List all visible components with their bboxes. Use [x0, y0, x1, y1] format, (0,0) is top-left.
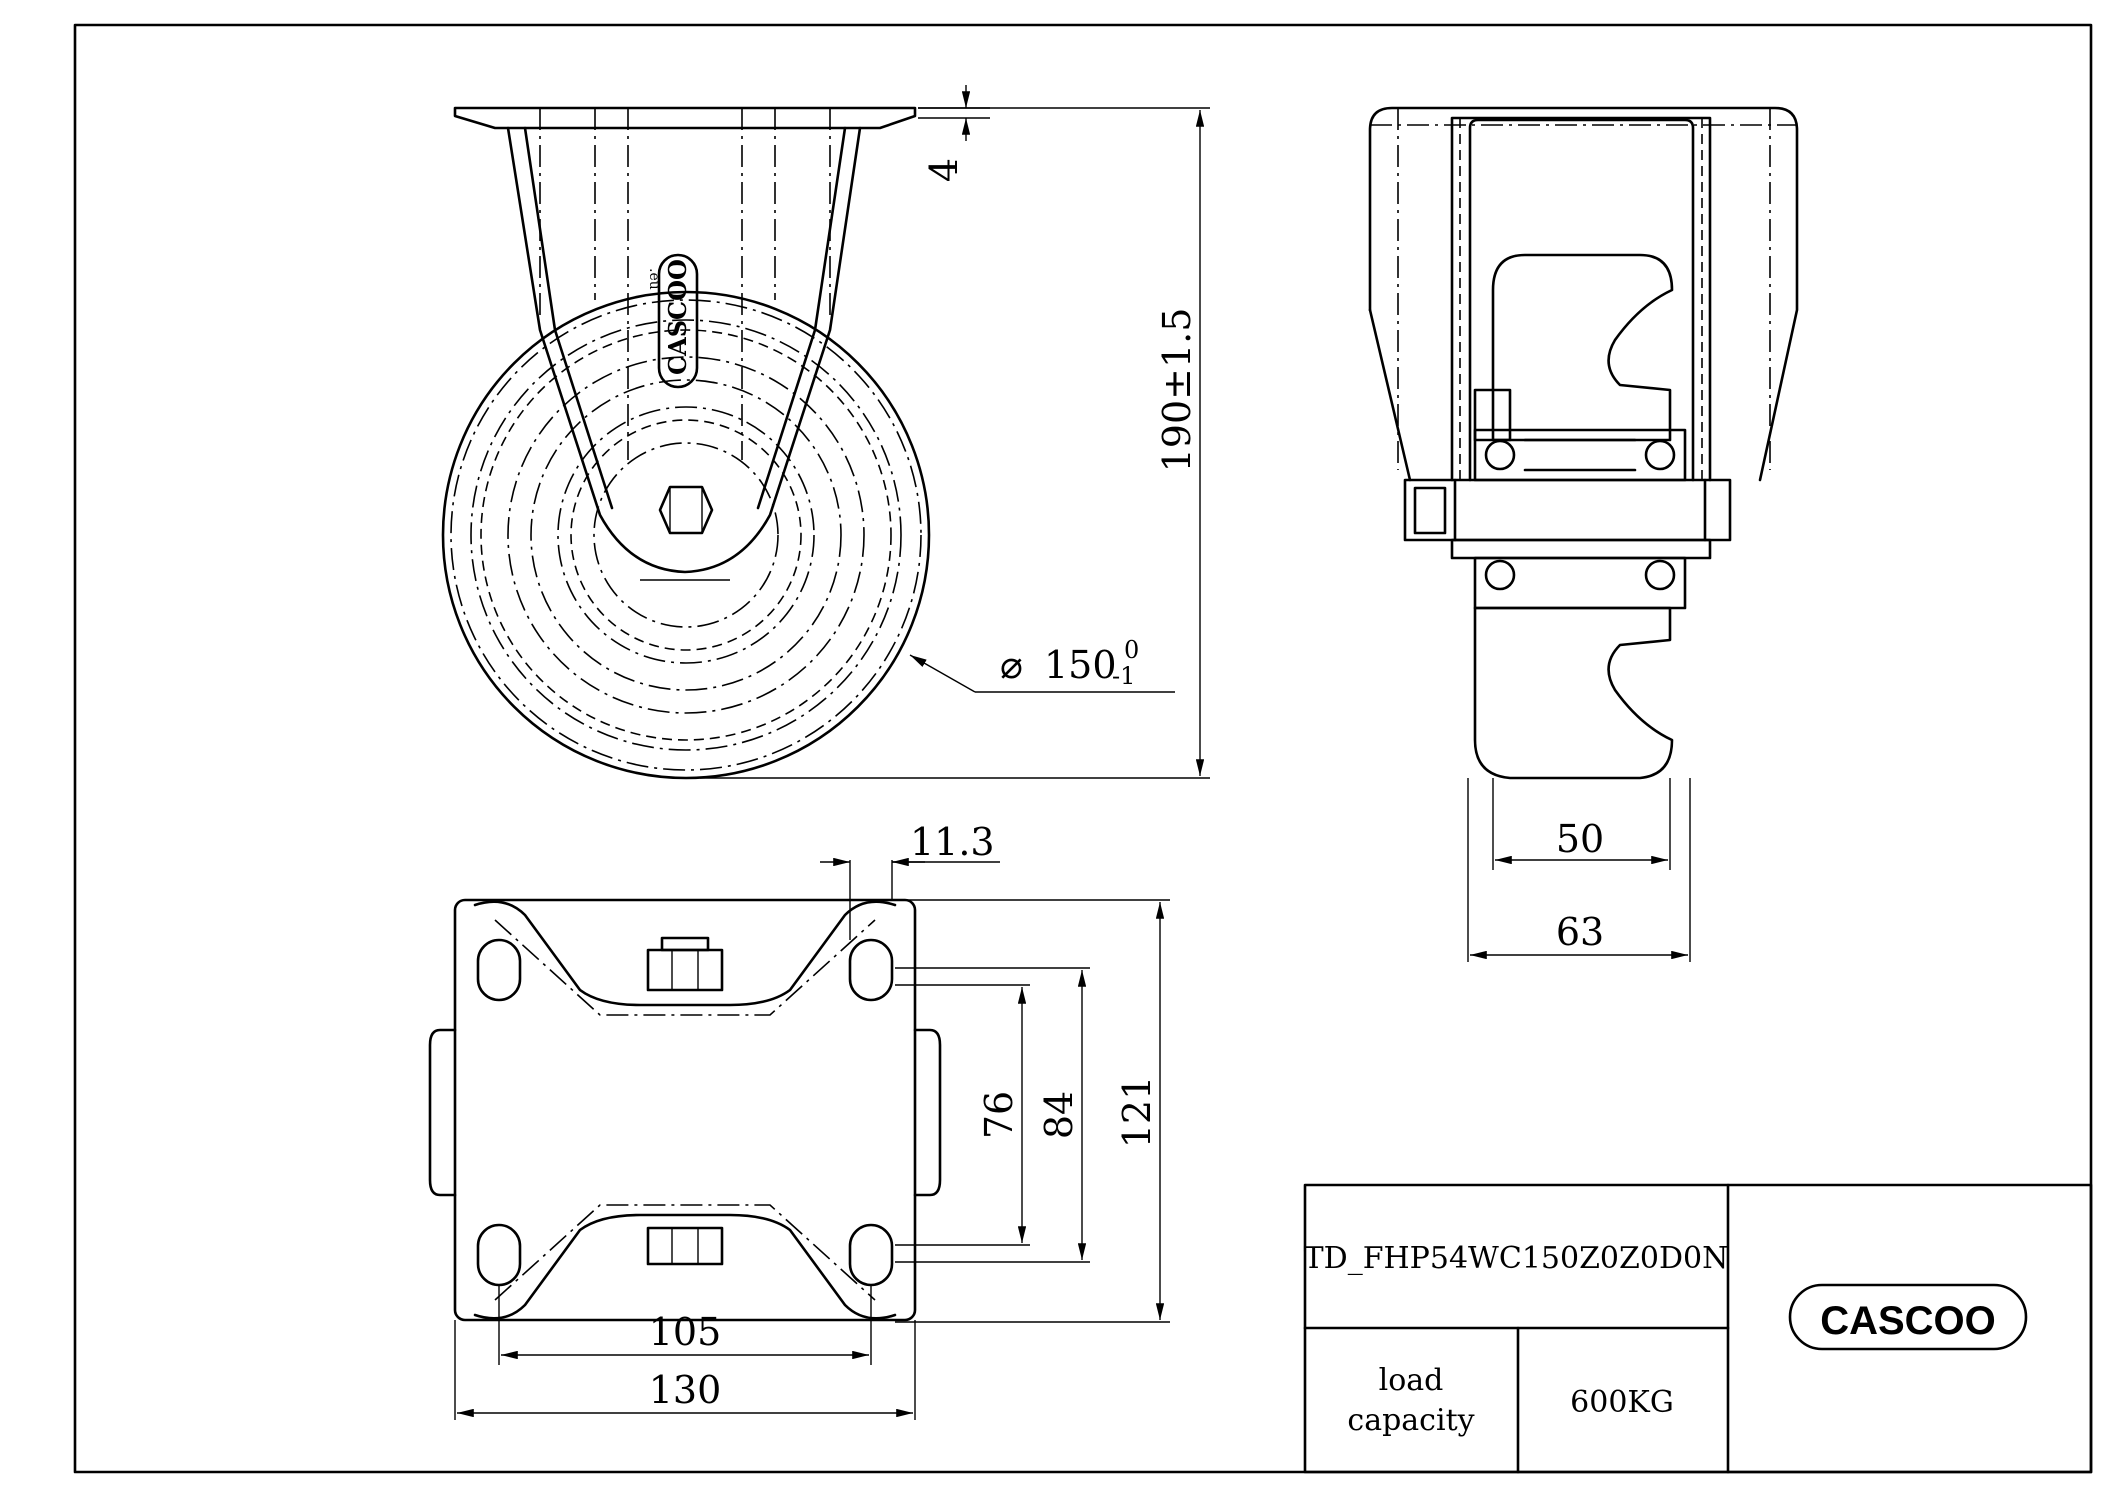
title-block: TD_FHP54WC150Z0Z0D0N load capacity 600KG… [1304, 1183, 2093, 1474]
load-value: 600KG [1570, 1385, 1674, 1420]
dim-plate-width: 130 [649, 1368, 722, 1412]
brand-logo: CASCOO [1820, 1299, 1996, 1343]
plate-logo: CASCOO [663, 259, 692, 375]
dim-wheel-tol-upper: 0 [1124, 636, 1139, 664]
load-label-line1: load [1379, 1363, 1444, 1398]
diameter-icon: ⌀ [1000, 643, 1023, 687]
dim-plate-thickness: 4 [922, 158, 966, 182]
plate-logo-domain: .eu [646, 268, 662, 290]
dim-hole-spacing-105: 105 [649, 1310, 722, 1354]
dim-hole-spacing-76: 76 [977, 1091, 1021, 1139]
dim-hole-spacing-84: 84 [1037, 1091, 1081, 1139]
dim-wheel-tol-lower: -1 [1112, 662, 1135, 690]
load-label-line2: capacity [1347, 1403, 1474, 1438]
dim-fork-width: 63 [1556, 910, 1604, 954]
dim-wheel-width: 50 [1556, 817, 1604, 861]
dim-wheel-diameter: 150 [1044, 643, 1117, 687]
brand-logo-frame [1788, 1283, 2028, 1351]
front-view: CASCOO .eu 4 190±1.5 ⌀ 150 0 -1 [441, 85, 1210, 780]
drawing-frame [73, 23, 2093, 1474]
dim-hole-offset: 11.3 [910, 820, 995, 864]
drawing-code: TD_FHP54WC150Z0Z0D0N [1304, 1241, 1729, 1276]
dim-plate-length: 121 [1115, 1076, 1159, 1149]
top-view: 11.3 76 84 121 105 130 [428, 820, 1170, 1420]
dim-overall-height: 190±1.5 [1155, 308, 1199, 473]
side-section-view: 50 63 [1368, 106, 1799, 962]
